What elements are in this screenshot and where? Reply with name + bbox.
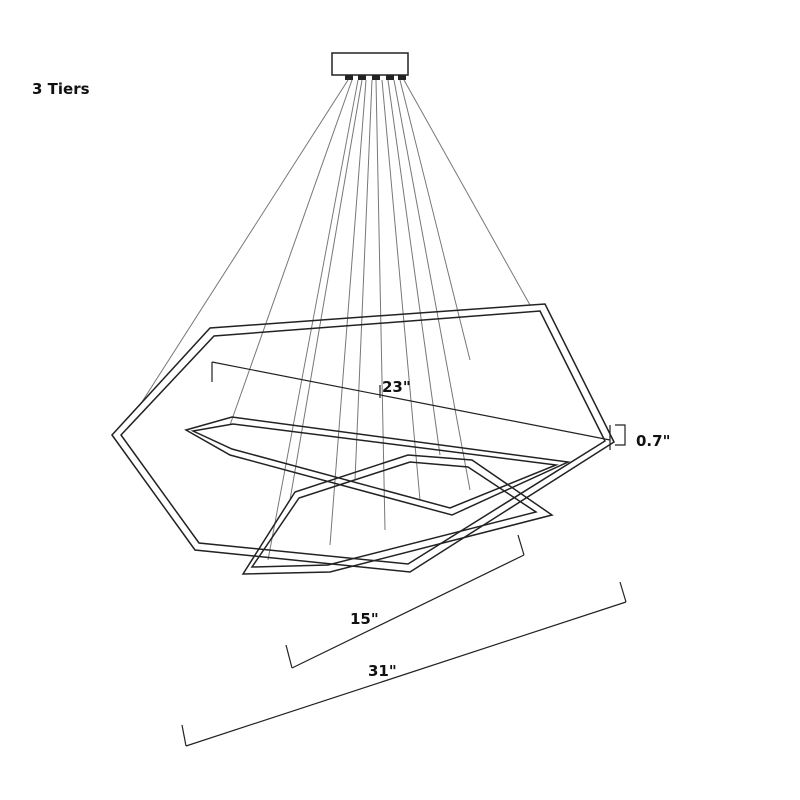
ceiling-canopy [331, 52, 409, 76]
dimension-15-label: 15" [350, 610, 379, 628]
small-ring [241, 454, 554, 575]
canopy-wire-clamps [345, 75, 406, 80]
suspension-wires [139, 79, 531, 561]
dimension-lines [181, 361, 627, 747]
middle-ring [184, 416, 571, 516]
large-ring [111, 303, 615, 573]
tiers-label: 3 Tiers [32, 80, 90, 98]
dimension-23-label: 23" [382, 378, 411, 396]
dimension-31-label: 31" [368, 662, 397, 680]
dimension-thickness-label: 0.7" [636, 432, 671, 450]
